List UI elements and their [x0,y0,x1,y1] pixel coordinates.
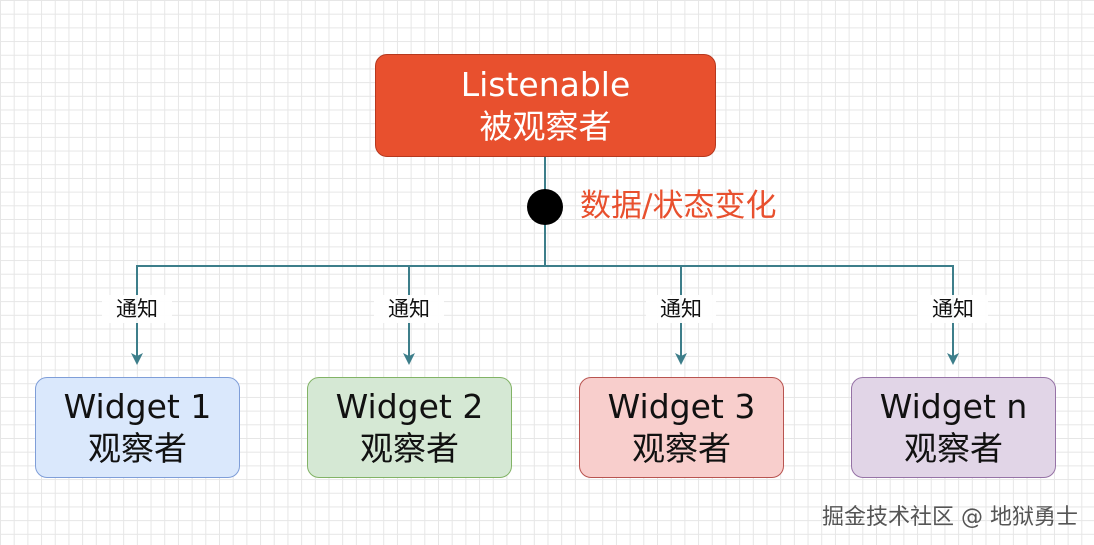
branch-to-widget-1 [131,265,545,365]
event-dot [527,189,563,225]
widget-1-role: 观察者 [88,428,187,468]
widget-2-role: 观察者 [360,428,459,468]
widget-3-title: Widget 3 [607,386,756,426]
notify-label-3: 通知 [646,295,716,323]
notify-label-4: 通知 [918,295,988,323]
widget-node-1: Widget 1 观察者 [35,377,240,478]
widget-node-3: Widget 3 观察者 [579,377,784,478]
branch-to-widget-4 [545,265,959,365]
notify-label-1: 通知 [102,295,172,323]
widget-n-title: Widget n [879,386,1028,426]
widget-node-n: Widget n 观察者 [851,377,1056,478]
listenable-subtitle: 被观察者 [479,106,612,146]
notify-label-2: 通知 [374,295,444,323]
widget-3-role: 观察者 [632,428,731,468]
widget-n-role: 观察者 [904,428,1003,468]
watermark-text: 掘金技术社区 @ 地狱勇士 [822,505,1078,530]
widget-node-2: Widget 2 观察者 [307,377,512,478]
branch-to-widget-2 [403,265,545,365]
state-change-label: 数据/状态变化 [580,188,777,224]
widget-2-title: Widget 2 [335,386,484,426]
widget-1-title: Widget 1 [63,386,212,426]
listenable-title: Listenable [460,64,631,104]
listenable-node: Listenable 被观察者 [375,54,716,157]
